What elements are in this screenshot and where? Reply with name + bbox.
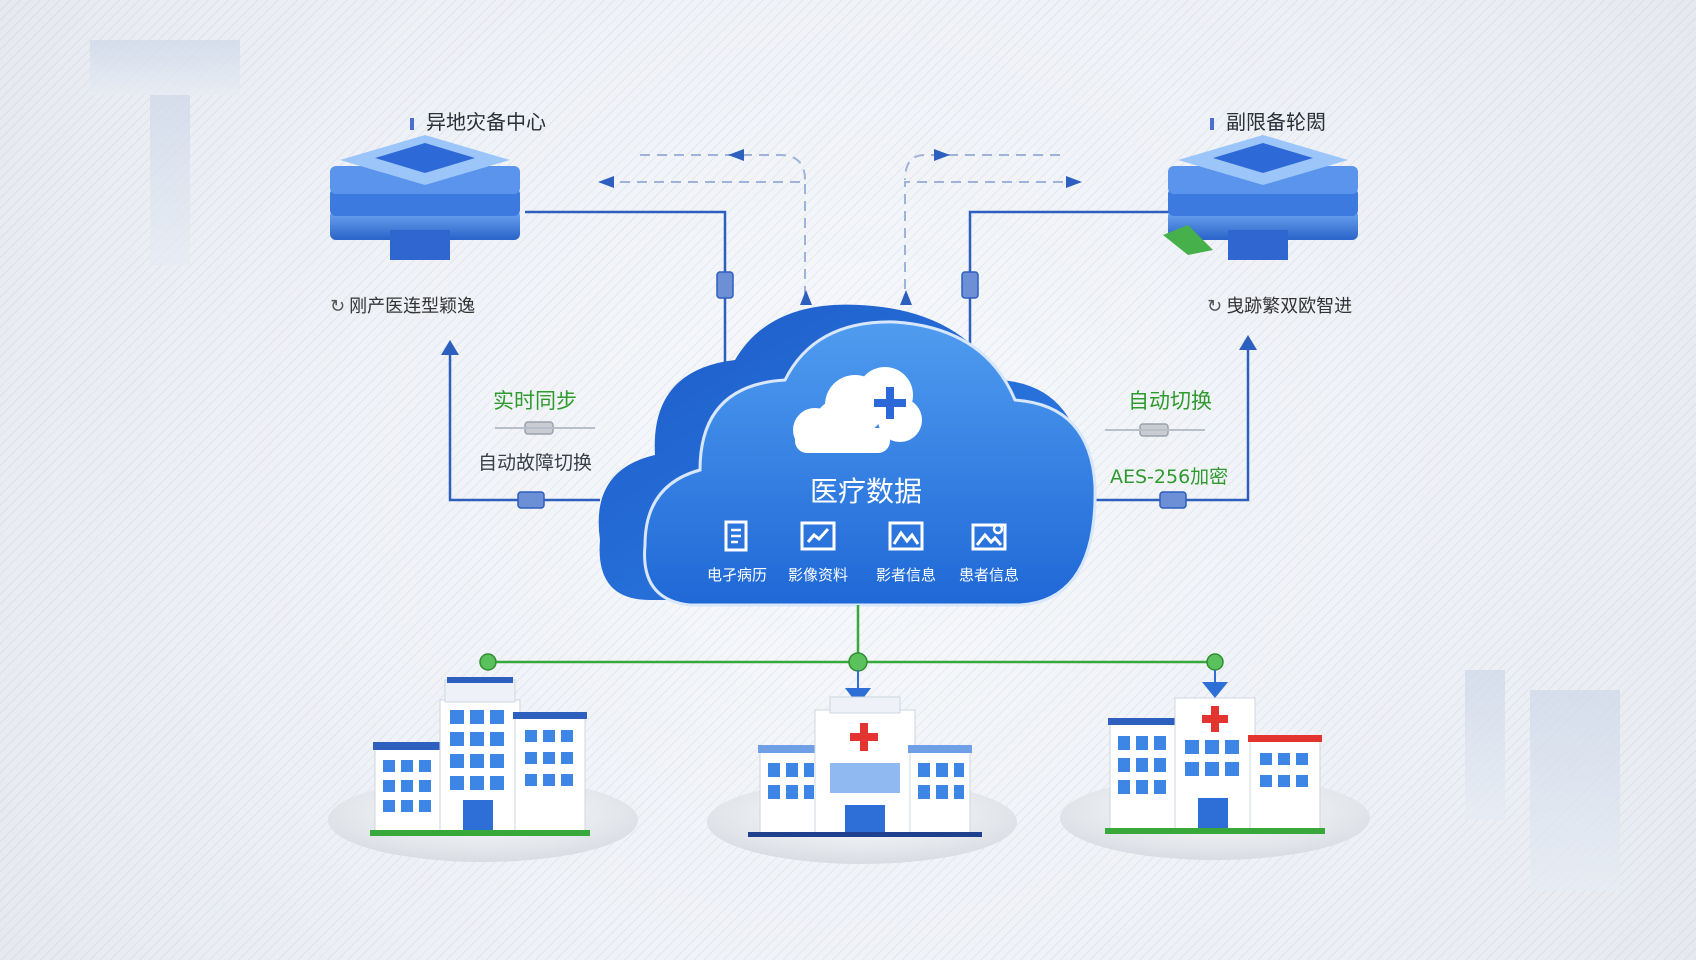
arrow-right-top (1066, 176, 1082, 188)
cloud-item-patient: 患者信息 (939, 520, 1039, 585)
cloud-plus-icon (793, 367, 922, 453)
marker-right (1210, 117, 1214, 130)
chart-icon (800, 521, 836, 551)
top-left-caption-text: 刚产医连型颖逸 (349, 296, 476, 317)
server-right (1163, 135, 1358, 260)
cloud-item-imaging-label: 影像资料 (787, 566, 848, 584)
top-left-title-text: 异地灾备中心 (426, 110, 546, 134)
sync-ring-icon: ↻ (330, 296, 346, 317)
decor-block-right-1 (1465, 670, 1505, 820)
dashed-link-right-top (904, 154, 1060, 181)
arrow-down-left (800, 290, 812, 305)
dashed-link-left (620, 181, 806, 300)
net-node-left (479, 653, 497, 671)
label-aes-encryption: AES-256加密 (1110, 466, 1229, 488)
hospital-left (370, 677, 590, 836)
arrow-up-left (441, 340, 459, 355)
arrow-left-top-2 (728, 149, 744, 161)
network-nodes (479, 652, 1224, 672)
arrow-down-right (900, 290, 912, 305)
hospital-center (748, 696, 982, 837)
link-right-server-to-cloud (968, 210, 1170, 365)
top-right-caption: ↻曳跡繁双欧智进 (1207, 292, 1352, 318)
cloud-item-info-label: 影者信息 (875, 566, 936, 584)
photo-icon (971, 523, 1007, 551)
connector-left-vertical (716, 271, 734, 299)
document-icon (724, 520, 748, 552)
arrow-up-right (1239, 335, 1257, 350)
label-auto-switch: 自动切换 (1128, 389, 1212, 413)
red-cross-center-h (850, 733, 878, 741)
sync-ring-icon-right: ↻ (1207, 296, 1223, 317)
decor-block-left-2 (150, 95, 190, 265)
server-left (330, 135, 520, 260)
arrow-down-right-hospital (1202, 682, 1228, 698)
cloud (598, 304, 1097, 607)
link-right-loop (1095, 345, 1250, 502)
cloud-item-info: 影者信息 (856, 520, 956, 585)
top-right-title-text: 副限备轮閎 (1226, 110, 1326, 134)
dashed-link-left-top (640, 154, 806, 181)
connector-right-horizontal (1159, 491, 1187, 509)
cloud-title: 医疗数据 (810, 475, 923, 508)
top-left-caption: ↻刚产医连型颖逸 (330, 292, 475, 318)
cloud-item-patient-label: 患者信息 (958, 566, 1019, 584)
link-left-loop (448, 350, 600, 502)
top-right-title: 副限备轮閎 (1210, 106, 1326, 135)
red-cross-right-h (1202, 715, 1228, 723)
arrow-left-top (598, 176, 614, 188)
label-realtime-sync: 实时同步 (493, 389, 577, 413)
dashed-links (620, 154, 1080, 300)
cloud-item-emr: 电孑病历 (687, 520, 787, 585)
cloud-item-imaging: 影像资料 (768, 520, 868, 585)
cloud-body (643, 320, 1097, 607)
arrow-right-top-2 (934, 149, 950, 161)
top-right-caption-text: 曳跡繁双欧智进 (1226, 296, 1353, 317)
dashed-link-right (904, 181, 1080, 300)
net-node-center (848, 652, 868, 672)
hospital-right (1105, 697, 1325, 834)
label-auto-failover: 自动故障切换 (478, 452, 593, 474)
connector-right-vertical (961, 271, 979, 299)
top-left-title: 异地灾备中心 (410, 106, 546, 135)
decor-block-right-2 (1530, 690, 1620, 890)
network-down-arrows (845, 670, 1228, 705)
image-icon (888, 521, 924, 551)
link-lines (448, 210, 1250, 502)
cloud-item-emr-label: 电孑病历 (706, 566, 767, 584)
link-left-server-to-cloud (525, 210, 727, 365)
marker-left (410, 117, 414, 130)
network-lines (488, 605, 1215, 664)
net-node-right (1206, 653, 1224, 671)
decor-block-left-1 (90, 40, 240, 95)
connector-left-horizontal (517, 491, 545, 509)
arrowheads (441, 149, 1257, 355)
